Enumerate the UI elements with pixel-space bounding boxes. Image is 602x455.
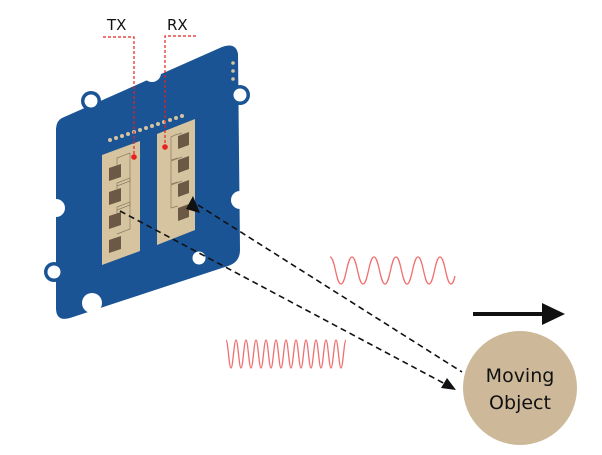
pin-dots-corner [231,61,235,81]
board-body [56,45,240,319]
rx-leader-line [162,35,196,150]
mounting-hole [189,248,209,268]
tx-leader-line [103,36,137,160]
transmit-path [119,210,456,390]
tx-marker-dot [131,154,137,160]
motion-arrow-icon [473,303,565,325]
rx-label: RX [167,16,188,34]
reflected-wave [329,256,456,285]
moving-object: Moving Object [463,331,577,445]
mounting-hole [230,85,250,105]
mounting-hole [44,262,64,282]
reflect-path [186,196,463,373]
object-label-line1: Moving [486,365,555,387]
notch [231,191,249,209]
mounting-hole [81,91,101,111]
transmitted-wave [225,339,347,369]
arrowhead-icon [441,378,456,390]
object-label-line2: Object [489,392,551,414]
radar-board [44,45,250,319]
notch [47,199,65,217]
tx-antenna [102,141,140,265]
rx-marker-dot [162,144,168,150]
rx-antenna [157,119,195,245]
tx-label: TX [106,16,126,34]
notch [143,64,161,82]
arrowhead-icon [186,196,200,213]
notch [82,293,102,313]
